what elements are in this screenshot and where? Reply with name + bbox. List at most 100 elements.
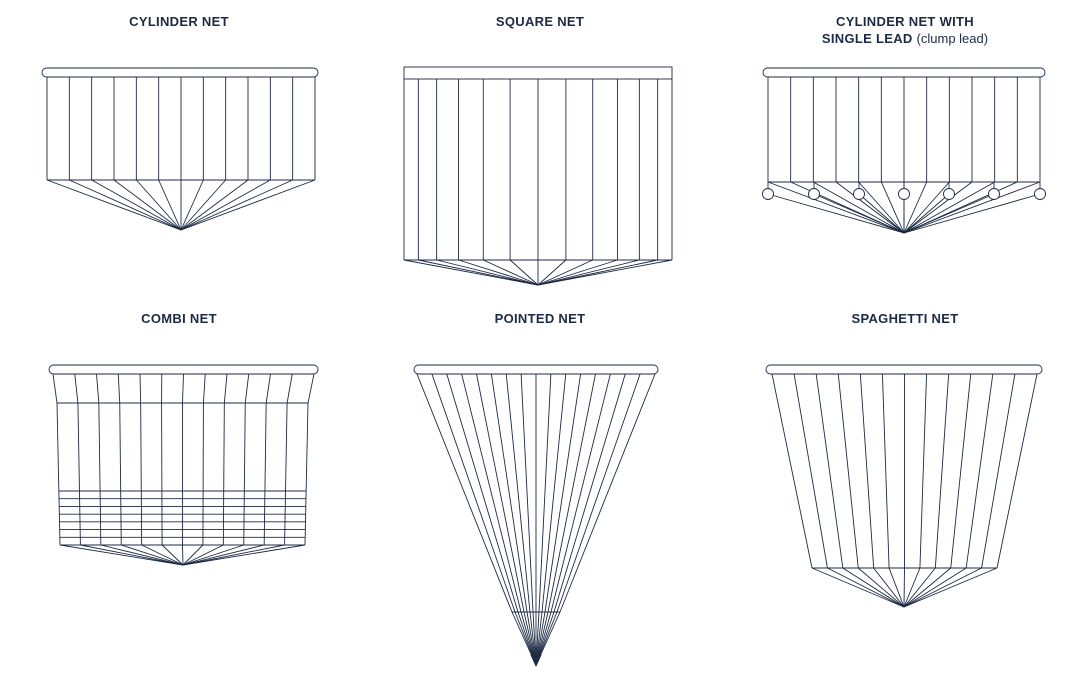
vertical-mesh-line: [553, 373, 626, 613]
vertical-mesh-line: [556, 373, 641, 613]
vertical-mesh-line: [859, 373, 875, 569]
bottom-fan-line: [180, 179, 249, 231]
bottom-fan-line: [158, 179, 182, 231]
vertical-mesh-line: [490, 373, 528, 613]
bottom-fan-line: [69, 179, 182, 231]
bottom-fan-line: [59, 544, 184, 566]
title-square-net: SQUARE NET: [495, 14, 585, 29]
bottom-fan-line: [182, 544, 306, 566]
bottom-fan-line: [182, 544, 224, 566]
bottom-fan-line: [483, 259, 539, 286]
bottom-fan-line: [827, 567, 905, 608]
bottom-fan-line: [80, 544, 184, 566]
lead-weight: [853, 188, 865, 200]
bottom-fan-line: [182, 544, 204, 566]
bottom-fan-line: [537, 259, 618, 286]
bottom-fan-line: [880, 181, 905, 234]
vertical-mesh-line: [815, 373, 844, 569]
bottom-fan-line: [46, 179, 182, 231]
bottom-fan-line: [141, 544, 184, 566]
bottom-fan-line: [121, 544, 184, 566]
vertical-mesh-line: [538, 373, 552, 613]
vertical-mesh-line: [541, 373, 567, 613]
title-line-1: CYLINDER NET WITH: [836, 14, 974, 29]
combi-net: [48, 364, 319, 566]
vertical-mesh-line: [837, 373, 859, 569]
bottom-fan-line: [903, 567, 967, 608]
vertical-mesh-line: [304, 373, 315, 546]
float-line: [413, 364, 659, 375]
bottom-fan-line: [903, 567, 921, 608]
bottom-fan-line: [813, 181, 905, 234]
vertical-mesh-line: [96, 373, 102, 546]
bottom-fan-line: [180, 179, 316, 231]
lead-line: [903, 193, 950, 234]
vertical-mesh-line: [243, 373, 250, 546]
float-line: [48, 364, 319, 375]
vertical-mesh-line: [505, 373, 531, 613]
vertical-mesh-line: [139, 373, 143, 546]
bottom-fan-line: [509, 259, 539, 286]
head-rope-frame: [403, 66, 673, 80]
vertical-mesh-line: [222, 373, 228, 546]
vertical-mesh-line: [793, 373, 828, 569]
lead-weight: [943, 188, 955, 200]
vertical-mesh-line: [981, 373, 1016, 569]
bottom-fan-line: [873, 567, 905, 608]
bottom-fan-line: [903, 181, 995, 234]
vertical-mesh-line: [182, 373, 184, 545]
vertical-mesh-line: [919, 373, 928, 569]
square-net: [403, 66, 673, 286]
bottom-fan-line: [537, 259, 593, 286]
vertical-mesh-line: [284, 373, 293, 546]
cod-end-tip: [530, 654, 542, 668]
vertical-mesh-line: [544, 373, 582, 613]
float-line: [41, 67, 319, 78]
title-line-2: SINGLE LEAD (clump lead): [780, 30, 1030, 47]
bottom-fan-line: [858, 181, 905, 234]
vertical-mesh-line: [74, 373, 81, 546]
lead-line: [858, 193, 905, 234]
bottom-fan-line: [182, 544, 265, 566]
float-line: [765, 364, 1043, 375]
bottom-fan-line: [903, 567, 936, 608]
float-line: [762, 67, 1046, 78]
title-pointed-net: POINTED NET: [494, 311, 586, 326]
bottom-fan-line: [180, 179, 204, 231]
bottom-fan-line: [767, 181, 905, 234]
bottom-fan-line: [113, 179, 182, 231]
title-cylinder-net: CYLINDER NET: [129, 14, 229, 29]
lead-line: [903, 193, 995, 234]
bottom-fan-line: [161, 544, 184, 566]
bottom-fan-line: [180, 179, 271, 231]
lead-line: [903, 193, 1041, 234]
lead-weight: [762, 188, 774, 200]
vertical-mesh-line: [263, 373, 271, 546]
vertical-mesh-line: [476, 373, 525, 613]
title-line-2-suffix: (clump lead): [916, 31, 989, 46]
bottom-fan-line: [182, 544, 184, 566]
vertical-mesh-line: [996, 373, 1038, 569]
vertical-mesh-line: [934, 373, 950, 569]
vertical-mesh-line: [117, 373, 122, 546]
bottom-fan-line: [903, 181, 928, 234]
vertical-mesh-line: [950, 373, 972, 569]
bottom-fan-line: [903, 181, 1041, 234]
bottom-fan-line: [888, 567, 905, 608]
vertical-mesh-line: [559, 373, 656, 613]
title-combi-net: COMBI NET: [141, 311, 217, 326]
vertical-mesh-line: [547, 373, 596, 613]
cylinder-lead-net: [762, 67, 1046, 234]
pointed-net: [413, 364, 659, 668]
vertical-mesh-line: [881, 373, 890, 569]
bottom-fan-line: [182, 544, 244, 566]
bottom-fan-line: [458, 259, 539, 286]
vertical-mesh-line: [771, 373, 813, 569]
lead-line: [813, 193, 905, 234]
bottom-fan-line: [100, 544, 184, 566]
bottom-fan-line: [903, 181, 950, 234]
lead-weight: [898, 188, 910, 200]
vertical-mesh-line: [416, 373, 513, 613]
bottom-fan-line: [418, 259, 539, 286]
bottom-fan-line: [135, 179, 182, 231]
